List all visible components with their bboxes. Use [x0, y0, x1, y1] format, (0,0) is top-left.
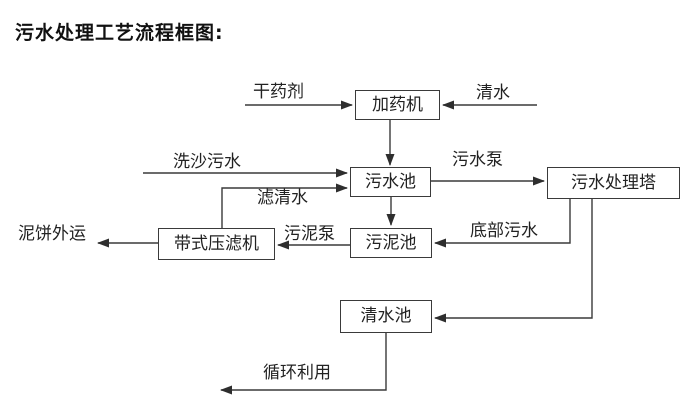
- node-belt-filter-press: 带式压滤机: [158, 228, 275, 260]
- page-title: 污水处理工艺流程框图:: [15, 22, 224, 44]
- label-sewage-pump: 污水泵: [452, 150, 503, 170]
- label-dry-agent: 干药剂: [253, 82, 304, 102]
- label-recycle-reuse: 循环利用: [263, 363, 331, 383]
- arrow-tower-to-clean-water-pool: [434, 199, 593, 323]
- node-sewage-treatment-tower: 污水处理塔: [547, 167, 680, 199]
- label-sand-washing-sewage: 洗沙污水: [173, 152, 241, 172]
- label-bottom-sewage: 底部污水: [470, 221, 538, 241]
- label-mud-cake-out: 泥饼外运: [18, 224, 86, 244]
- node-clean-water-pool: 清水池: [340, 300, 432, 333]
- node-sewage-pool: 污水池: [350, 167, 431, 197]
- label-filtered-water: 滤清水: [257, 188, 308, 208]
- label-sludge-pump: 污泥泵: [284, 224, 335, 244]
- node-sludge-pool: 污泥池: [350, 228, 432, 258]
- label-clean-water: 清水: [476, 83, 510, 103]
- node-dosing-machine: 加药机: [355, 90, 440, 120]
